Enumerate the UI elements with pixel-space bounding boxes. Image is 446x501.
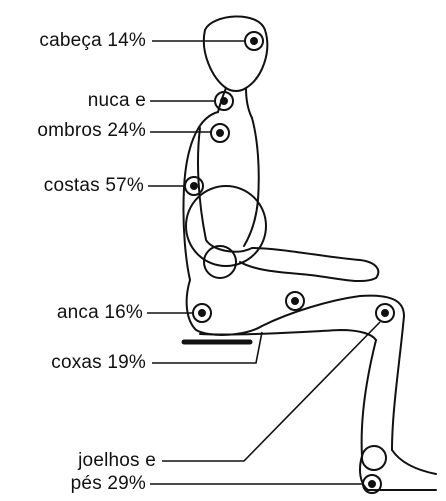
marker-knee (375, 303, 395, 323)
marker-hip (192, 303, 212, 323)
marker-head (244, 31, 264, 51)
label-joelhos: joelhos e (78, 450, 156, 471)
pressure-markers (184, 31, 395, 494)
label-costas: costas 57% (43, 175, 144, 196)
leader-coxas (152, 331, 263, 364)
figure-torso (182, 111, 260, 281)
figure-head (202, 15, 269, 92)
figure-hip (185, 279, 405, 336)
label-coxas: coxas 19% (51, 352, 146, 373)
marker-thigh-top (285, 291, 305, 311)
label-cabeca: cabeça 14% (39, 30, 146, 51)
figure-lower-leg (360, 315, 405, 457)
figure-foot (359, 449, 437, 491)
figure-thigh (199, 329, 377, 341)
marker-shoulders (210, 123, 230, 143)
knee-circle (361, 445, 387, 471)
marker-neck (214, 91, 234, 111)
label-anca: anca 16% (56, 302, 143, 323)
elbow-circle (203, 245, 237, 279)
figure-arm (197, 127, 380, 282)
leader-joelhos (162, 321, 381, 462)
forearm-circle (185, 185, 267, 267)
label-nuca: nuca e (87, 90, 146, 111)
label-ombros: ombros 24% (37, 120, 146, 141)
label-pes: pés 29% (70, 473, 146, 494)
leader-lines (147, 40, 381, 485)
marker-back (184, 176, 204, 196)
